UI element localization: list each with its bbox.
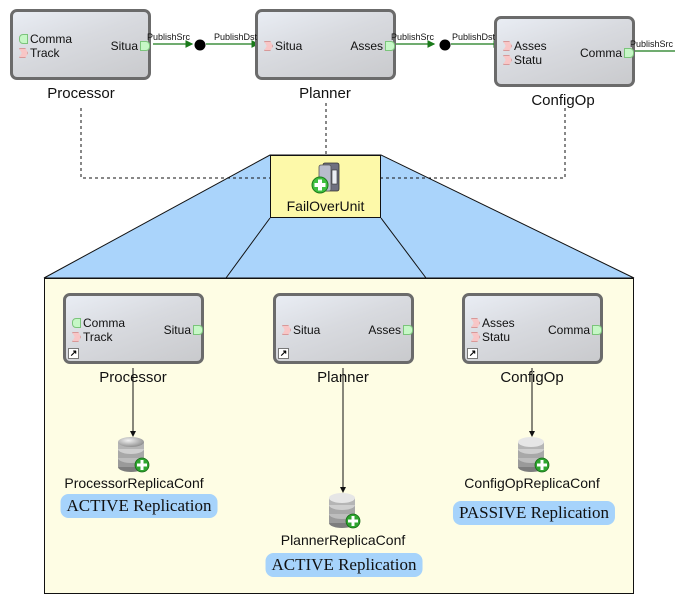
in-port-statu[interactable]: Statu <box>503 53 542 67</box>
port-label: Situa <box>163 323 191 337</box>
port-in-red-icon <box>264 41 273 51</box>
expanded-component-configop[interactable]: Asses Statu Comma ↗ <box>462 293 603 364</box>
edge-label-processor-src: PublishSrc <box>147 32 191 42</box>
server-add-icon <box>311 162 340 194</box>
database-add-icon <box>518 437 550 473</box>
component-configop[interactable]: Asses Statu Comma <box>494 16 635 87</box>
port-label: Situa <box>110 39 138 53</box>
expanded-label-configop: ConfigOp <box>500 369 564 386</box>
component-processor[interactable]: Comma Track Situa <box>10 9 151 80</box>
in-port-comma[interactable]: Comma <box>19 32 72 46</box>
port-label: Track <box>30 46 60 60</box>
replica-label-planner: PlannerReplicaConf <box>280 532 406 548</box>
expanded-label-planner: Planner <box>317 369 369 386</box>
component-label-configop: ConfigOp <box>531 92 595 109</box>
port-label: Track <box>83 330 113 344</box>
zoom-inner-line-right <box>380 217 427 279</box>
port-label: Asses <box>368 323 401 337</box>
port-label: Comma <box>579 46 622 60</box>
replica-label-processor: ProcessorReplicaConf <box>64 475 204 491</box>
port-out-green-icon <box>403 325 413 335</box>
zoom-inner-line-left <box>225 217 271 279</box>
topic-node-1 <box>194 39 206 51</box>
port-in-red-icon <box>282 325 291 335</box>
port-out-green-icon <box>193 325 203 335</box>
database-add-icon <box>329 493 361 529</box>
port-in-red-icon <box>503 55 512 65</box>
port-out-green-icon <box>624 48 634 58</box>
component-planner[interactable]: Situa Asses <box>255 9 396 80</box>
in-port-situa[interactable]: Situa <box>264 39 302 53</box>
port-out-green-icon <box>140 41 150 51</box>
port-in-green-icon <box>19 34 28 44</box>
edge-label-planner-dst: PublishDst <box>214 32 258 42</box>
port-label: Asses <box>482 316 515 330</box>
port-label: Situa <box>275 39 303 53</box>
port-label: Asses <box>350 39 383 53</box>
expanded-component-planner[interactable]: Situa Asses ↗ <box>273 293 414 364</box>
out-port-situa[interactable]: Situa <box>164 323 203 337</box>
shortcut-arrow-icon: ↗ <box>278 348 289 359</box>
failover-unit-label: FailOverUnit <box>286 198 365 214</box>
failover-link-configop <box>343 108 566 181</box>
edge-label-planner-src: PublishSrc <box>391 32 435 42</box>
out-port-asses[interactable]: Asses <box>368 323 413 337</box>
port-in-red-icon <box>19 48 28 58</box>
replication-badge-processor: ACTIVE Replication <box>60 494 218 518</box>
port-label: Comma <box>547 323 590 337</box>
port-label: Statu <box>514 53 543 67</box>
expanded-label-processor: Processor <box>99 369 167 386</box>
in-port-asses[interactable]: Asses <box>503 39 547 53</box>
topic-node-2 <box>439 39 451 51</box>
port-label: Statu <box>482 330 511 344</box>
out-port-comma[interactable]: Comma <box>548 323 602 337</box>
expanded-component-processor[interactable]: Comma Track Situa ↗ <box>63 293 204 364</box>
port-in-red-icon <box>72 332 81 342</box>
replica-label-configop: ConfigOpReplicaConf <box>464 475 600 491</box>
port-label: Situa <box>293 323 321 337</box>
failover-unit[interactable]: FailOverUnit <box>270 155 381 218</box>
edge-label-configop-src: PublishSrc <box>630 39 674 49</box>
port-in-red-icon <box>471 318 480 328</box>
in-port-situa[interactable]: Situa <box>282 323 320 337</box>
port-label: Comma <box>83 316 126 330</box>
replication-badge-planner: ACTIVE Replication <box>265 553 423 577</box>
in-port-statu[interactable]: Statu <box>471 330 510 344</box>
in-port-track[interactable]: Track <box>72 330 113 344</box>
edge-label-configop-dst: PublishDst <box>452 32 496 42</box>
shortcut-arrow-icon: ↗ <box>68 348 79 359</box>
port-in-red-icon <box>471 332 480 342</box>
shortcut-arrow-icon: ↗ <box>467 348 478 359</box>
in-port-asses[interactable]: Asses <box>471 316 515 330</box>
component-label-processor: Processor <box>47 85 115 102</box>
replication-badge-configop: PASSIVE Replication <box>452 501 616 525</box>
database-add-icon <box>118 437 150 473</box>
out-port-situa[interactable]: Situa <box>111 39 150 53</box>
port-label: Comma <box>30 32 73 46</box>
port-out-green-icon <box>592 325 602 335</box>
port-out-green-icon <box>385 41 395 51</box>
out-port-comma[interactable]: Comma <box>580 46 634 60</box>
out-port-asses[interactable]: Asses <box>350 39 395 53</box>
port-label: Asses <box>514 39 547 53</box>
in-port-track[interactable]: Track <box>19 46 60 60</box>
port-in-red-icon <box>503 41 512 51</box>
in-port-comma[interactable]: Comma <box>72 316 125 330</box>
component-label-planner: Planner <box>299 85 351 102</box>
port-in-green-icon <box>72 318 81 328</box>
